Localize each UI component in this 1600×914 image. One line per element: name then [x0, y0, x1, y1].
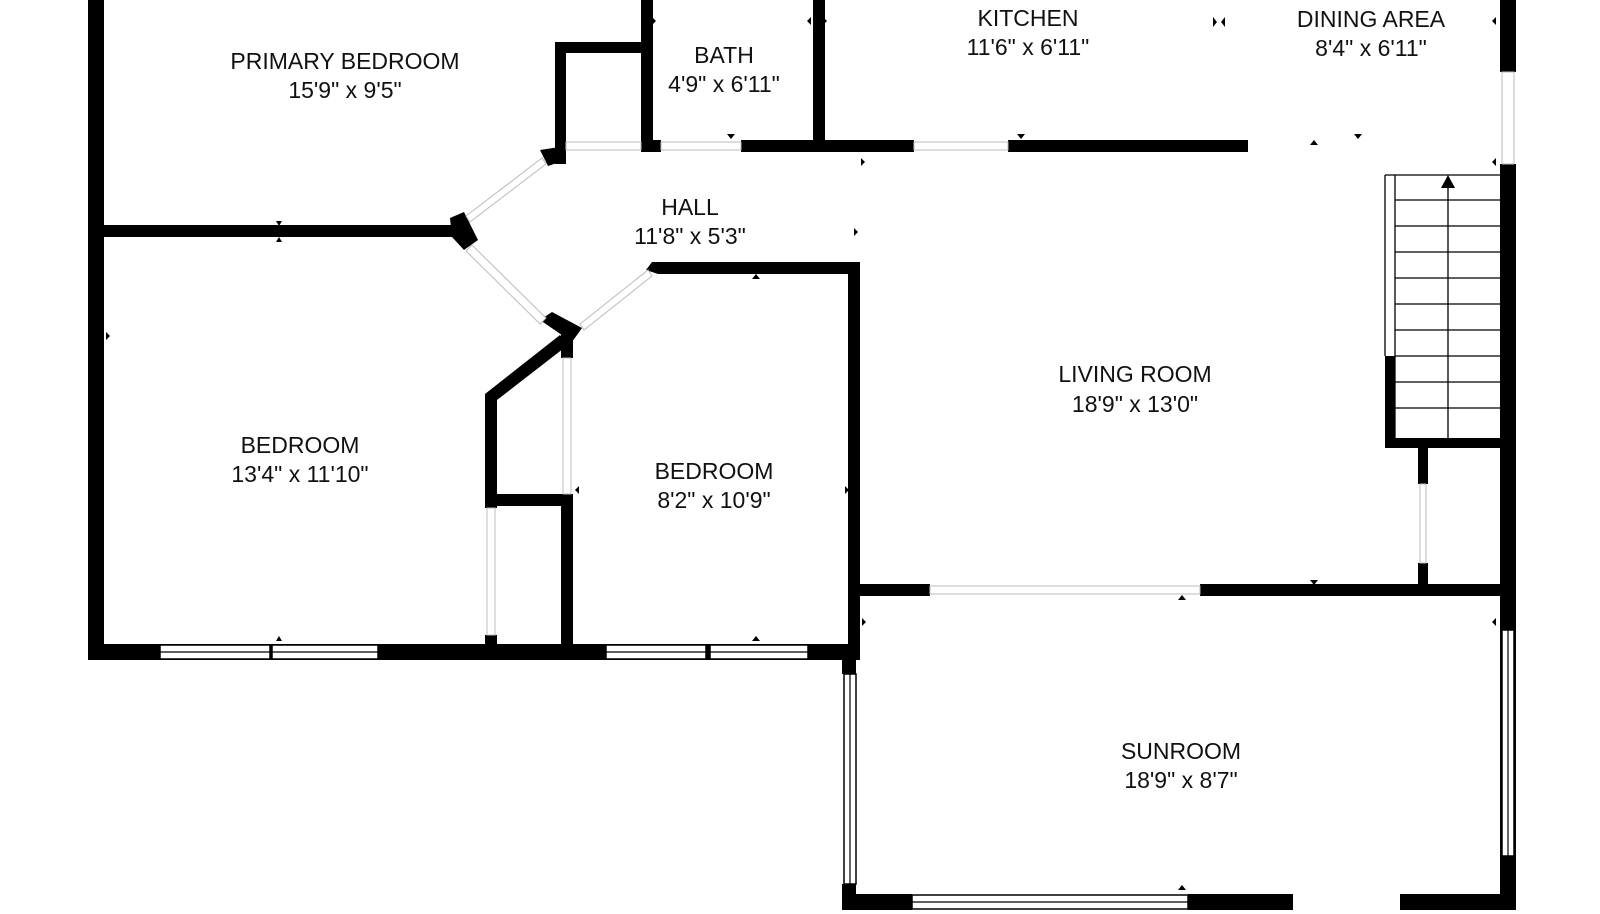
wall-left-outer: [88, 0, 104, 660]
wall-hall-corner-left: [450, 212, 478, 250]
room-labels: PRIMARY BEDROOM 15'9" x 9'5" BATH 4'9" x…: [230, 5, 1445, 793]
wall-kitchen-bottom-b: [1008, 140, 1248, 152]
wall-closet-top: [555, 42, 645, 53]
opening-closet-door: [565, 141, 642, 151]
wall-kitchen-bottom-a: [741, 140, 914, 152]
room-name-dining-area: DINING AREA: [1297, 6, 1446, 32]
room-dims-bath: 4'9" x 6'11": [668, 71, 780, 97]
opening-bath-door: [660, 141, 742, 151]
wall-sunroom-left: [842, 644, 856, 674]
room-name-primary-bedroom: PRIMARY BEDROOM: [230, 48, 459, 74]
wall-bath-right: [813, 0, 825, 150]
room-dims-living-room: 18'9" x 13'0": [1072, 391, 1198, 417]
stair-direction-arrow-icon: [1441, 175, 1455, 188]
room-dims-kitchen: 11'6" x 6'11": [967, 34, 1090, 60]
wall-sunroom-bottom-b: [1188, 894, 1293, 910]
room-dims-sunroom: 18'9" x 8'7": [1124, 767, 1237, 793]
wall-hall-corner-top: [540, 146, 566, 166]
opening-hall-bedroom-center: [579, 269, 653, 331]
wall-stair-bottom: [1385, 438, 1503, 448]
wall-living-sunroom-b: [1200, 584, 1500, 596]
wall-primary-bedroom-bottom: [104, 225, 464, 237]
room-name-living-room: LIVING ROOM: [1058, 361, 1211, 387]
room-dims-bedroom-left: 13'4" x 11'10": [231, 461, 368, 487]
walls: [88, 0, 1516, 910]
wall-stair-stub: [1418, 448, 1428, 484]
wall-living-sunroom-a: [860, 584, 930, 596]
room-dims-hall: 11'8" x 5'3": [634, 223, 746, 249]
wall-stair-left: [1385, 356, 1395, 448]
wall-center-bedroom-top: [646, 262, 860, 274]
wall-closet-door-stub: [485, 635, 497, 655]
wall-hall-corner-bottom: [540, 312, 582, 342]
stairs-icon: [1384, 174, 1500, 438]
room-dims-bedroom-center: 8'2" x 10'9": [657, 487, 770, 513]
opening-center-bedroom-door: [562, 357, 572, 495]
wall-center-bedroom-left-lower: [561, 494, 573, 654]
wall-bath-left: [641, 0, 653, 150]
windows: [159, 629, 1515, 910]
wall-closet-bottom: [485, 494, 573, 506]
opening-hall-bedroom-left: [465, 244, 547, 325]
room-name-kitchen: KITCHEN: [978, 5, 1079, 31]
room-dims-dining-area: 8'4" x 6'11": [1315, 35, 1427, 61]
openings: [465, 71, 1515, 636]
opening-closet-door-left: [486, 507, 496, 636]
room-name-bedroom-left: BEDROOM: [241, 432, 360, 458]
wall-sunroom-bottom-c: [1400, 894, 1516, 910]
dimension-ticks: [106, 17, 1496, 890]
room-dims-primary-bedroom: 15'9" x 9'5": [288, 77, 401, 103]
room-name-hall: HALL: [661, 194, 719, 220]
opening-hall-primary: [465, 157, 547, 223]
wall-center-bedroom-right: [848, 262, 860, 660]
wall-sunroom-bottom-a: [842, 894, 912, 910]
wall-bath-bottom-stub: [641, 140, 661, 152]
opening-stair-side: [1419, 483, 1427, 564]
room-name-sunroom: SUNROOM: [1121, 738, 1241, 764]
wall-closet-angled: [485, 335, 568, 508]
wall-closet-left: [555, 42, 566, 164]
room-name-bedroom-center: BEDROOM: [655, 458, 774, 484]
opening-kitchen-hall: [913, 141, 1009, 151]
room-name-bath: BATH: [694, 42, 754, 68]
opening-living-sunroom: [929, 585, 1201, 595]
wall-stair-stub-lower: [1418, 563, 1428, 593]
opening-right-wall: [1501, 71, 1515, 165]
wall-right-outer-top: [1500, 0, 1516, 72]
